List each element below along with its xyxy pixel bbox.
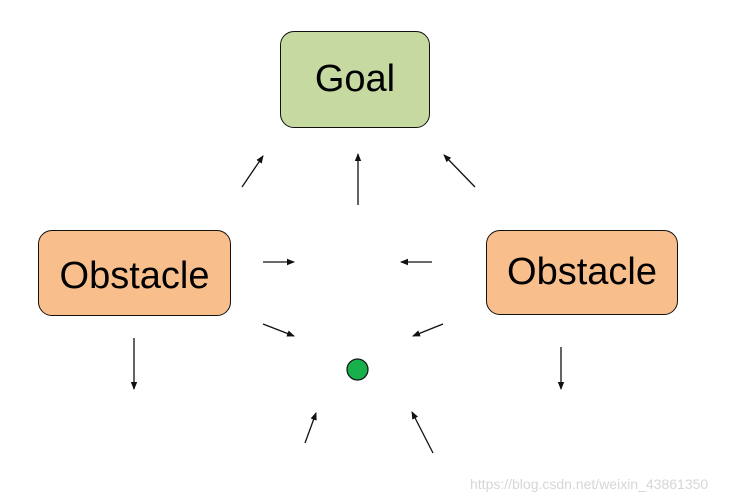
obstacle-right-node: Obstacle	[486, 230, 678, 315]
arrow-up-bottom-left	[304, 412, 317, 444]
arrow-up-right	[443, 154, 476, 188]
agent-dot	[346, 358, 369, 381]
goal-label: Goal	[314, 58, 396, 100]
obstacle-right-label: Obstacle	[507, 251, 657, 293]
goal-node: Goal	[280, 31, 430, 128]
arrow-down-right-middle	[262, 323, 295, 337]
watermark: https://blog.csdn.net/weixin_43861350	[470, 476, 709, 492]
obstacle-left-label: Obstacle	[59, 254, 210, 297]
obstacle-left-node: Obstacle	[38, 230, 231, 316]
arrow-up-bottom-right	[411, 411, 434, 454]
arrow-up-left	[241, 155, 264, 188]
arrow-down-left-middle	[412, 323, 444, 337]
